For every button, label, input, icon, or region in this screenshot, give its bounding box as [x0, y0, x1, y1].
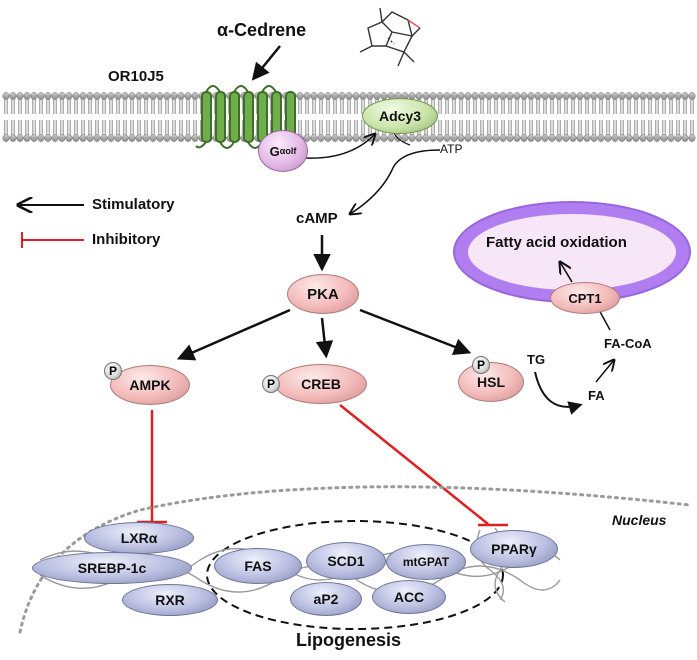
atp-label: ATP [440, 142, 463, 156]
tg-to-fa-arrow [534, 371, 583, 415]
galpha-main-label: G [269, 143, 280, 159]
ampk-phospho-label: P [108, 364, 117, 378]
srebp-label: SREBP-1c [77, 560, 147, 576]
lipogenesis-label: Lipogenesis [296, 630, 402, 650]
pka-to-creb-arrow [315, 317, 334, 359]
phosphate-icon: P [472, 356, 490, 374]
ppar-label: PPARγ [491, 541, 537, 557]
facoa-label: FA-CoA [604, 336, 652, 351]
hsl-label: HSL [477, 374, 505, 390]
creb-inhibits-ppar [339, 404, 508, 527]
pka-to-hsl-arrow [359, 308, 472, 356]
ligand-label: α-Cedrene [217, 20, 307, 40]
fao-label: Fatty acid oxidation [486, 234, 627, 251]
rxr-label: RXR [155, 592, 185, 608]
ap2-node: aP2 [290, 582, 362, 616]
creb-node: CREB [275, 364, 367, 404]
scd1-label: SCD1 [327, 553, 365, 569]
nucleus-label: Nucleus [612, 512, 667, 528]
phosphate-icon: P [104, 362, 122, 380]
ap2-label: aP2 [313, 591, 339, 607]
camp-label: cAMP [296, 210, 338, 227]
lxra-node: LXRα [84, 522, 194, 554]
creb-label: CREB [301, 376, 341, 392]
atp-to-camp-arrow [350, 149, 441, 214]
hsl-phospho-label: P [476, 358, 485, 372]
mtgpat-node: mtGPAT [386, 544, 466, 580]
cell-membrane [2, 92, 696, 142]
nucleus-boundary [18, 485, 692, 634]
lxra-label: LXRα [120, 530, 158, 546]
legend-inhibitory-label: Inhibitory [92, 231, 161, 248]
srebp-node: SREBP-1c [32, 552, 192, 584]
ampk-label: AMPK [129, 377, 171, 393]
fas-node: FAS [214, 548, 302, 584]
adcy3-label: Adcy3 [378, 108, 422, 124]
legend-inhibitory-line [21, 232, 84, 248]
galpha-to-adcy3-arrow [304, 134, 375, 159]
cpt1-to-fao-arrow [560, 262, 573, 283]
galpha-sub-label: αolf [279, 146, 297, 156]
mitochondria [453, 201, 691, 303]
fa-label: FA [588, 388, 605, 403]
creb-phospho-label: P [266, 377, 275, 391]
ppar-node: PPARγ [470, 530, 558, 568]
cpt1-label: CPT1 [568, 290, 602, 306]
ampk-node: AMPK [110, 365, 190, 405]
receptor-label: OR10J5 [108, 68, 164, 85]
mtgpat-label: mtGPAT [402, 555, 450, 569]
fa-to-facoa-arrow [595, 360, 614, 383]
adcy3-node: Adcy3 [362, 98, 438, 134]
cpt1-node: CPT1 [550, 282, 620, 314]
acc-node: ACC [372, 580, 446, 614]
hsl-node: HSL [458, 362, 524, 402]
legend-stimulatory-label: Stimulatory [92, 196, 175, 213]
fas-label: FAS [244, 558, 272, 574]
scd1-node: SCD1 [306, 542, 386, 580]
pka-node: PKA [287, 274, 359, 314]
cedrene-structure-icon [359, 7, 421, 67]
ligand-binding-arrow [251, 45, 281, 81]
phosphate-icon: P [262, 375, 280, 393]
acc-label: ACC [393, 589, 425, 605]
rxr-node: RXR [122, 584, 218, 616]
tg-label: TG [527, 352, 546, 367]
pka-label: PKA [307, 285, 339, 303]
pka-to-ampk-arrow [176, 308, 291, 361]
lipogenesis-complex-outline [206, 520, 504, 630]
